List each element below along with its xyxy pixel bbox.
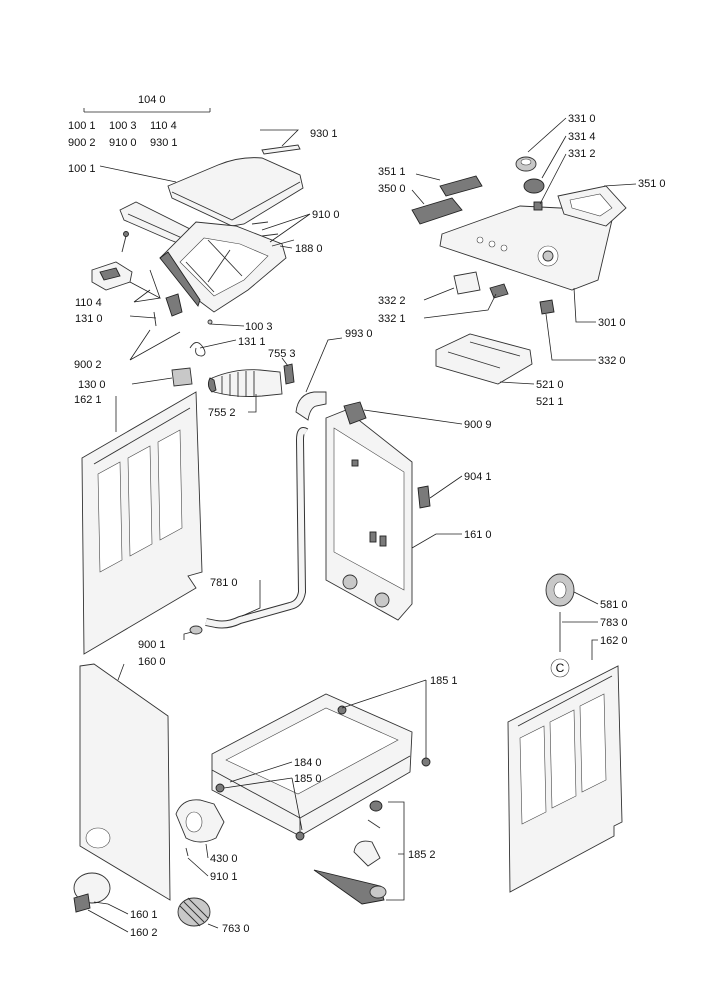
label-521-1: 521 1 — [536, 396, 564, 408]
label-900-2: 900 2 — [74, 359, 102, 371]
label-781-0: 781 0 — [210, 577, 238, 589]
label-185-0: 185 0 — [294, 773, 322, 785]
label-110-4-group: 110 4 — [150, 120, 177, 132]
part-755-3-clip — [283, 363, 295, 385]
part-763-0-filter — [177, 897, 211, 927]
label-910-0-group: 910 0 — [109, 137, 137, 149]
label-162-1: 162 1 — [74, 394, 102, 406]
label-131-0: 131 0 — [75, 313, 103, 325]
label-900-2-group: 900 2 — [68, 137, 96, 149]
label-930-1: 930 1 — [310, 128, 338, 140]
leader-lines — [83, 108, 637, 933]
part-900-1-clamp — [189, 625, 203, 635]
part-331-2 — [533, 201, 543, 211]
label-104-0: 104 0 — [138, 94, 166, 106]
part-521-0-dispenser — [435, 333, 533, 385]
label-100-1-group: 100 1 — [68, 120, 96, 132]
part-160-2-hinge — [73, 893, 91, 913]
marker-c-text: C — [556, 661, 565, 675]
label-301-0: 301 0 — [598, 317, 626, 329]
label-185-1: 185 1 — [430, 675, 458, 687]
part-900-9-bracket — [343, 401, 367, 425]
part-161-0-back-panel — [325, 409, 413, 621]
part-100-3-lid-frame — [159, 221, 287, 313]
part-332-2-buttons — [453, 271, 481, 295]
part-130-0 — [171, 367, 193, 387]
part-910-1-screw — [185, 847, 189, 857]
label-783-0: 783 0 — [600, 617, 628, 629]
label-351-0: 351 0 — [638, 178, 666, 190]
label-755-2: 755 2 — [208, 407, 236, 419]
part-930-1 — [261, 144, 301, 155]
part-301-0-control-panel — [439, 205, 613, 291]
label-350-0: 350 0 — [378, 183, 406, 195]
marker-c: C — [550, 658, 570, 678]
label-581-0: 581 0 — [600, 599, 628, 611]
label-184-0: 184 0 — [294, 757, 322, 769]
label-900-9: 900 9 — [464, 419, 492, 431]
label-160-2: 160 2 — [130, 927, 158, 939]
part-581-0-pulley — [545, 573, 575, 607]
label-521-0: 521 0 — [536, 379, 564, 391]
part-185-0-foot — [215, 783, 305, 841]
part-755-2-bellows — [207, 369, 283, 397]
part-781-0-drain-hose — [205, 427, 309, 629]
part-110-4-latch — [91, 231, 133, 291]
part-160-0-front-panel — [79, 663, 171, 901]
part-162-1-left-panel — [81, 391, 203, 655]
label-162-0: 162 0 — [600, 635, 628, 647]
label-332-2: 332 2 — [378, 295, 406, 307]
part-131-1-spring — [189, 342, 206, 357]
part-184-0-base-frame — [211, 693, 413, 837]
label-188-0: 188 0 — [295, 243, 323, 255]
label-100-3: 100 3 — [245, 321, 273, 333]
label-110-4: 110 4 — [75, 297, 102, 309]
label-130-0: 130 0 — [78, 379, 106, 391]
label-930-1-group: 930 1 — [150, 137, 178, 149]
label-900-1: 900 1 — [138, 639, 166, 651]
label-160-1: 160 1 — [130, 909, 158, 921]
label-332-1: 332 1 — [378, 313, 406, 325]
part-351-0-bracket — [557, 185, 627, 227]
part-labels: 104 0 100 1 100 3 110 4 900 2 910 0 930 … — [68, 94, 666, 939]
part-332-0 — [539, 299, 555, 315]
part-332-1 — [489, 283, 509, 299]
label-910-1: 910 1 — [210, 871, 238, 883]
part-331-0-knob — [515, 156, 537, 172]
label-100-3-group: 100 3 — [109, 120, 137, 132]
label-331-4: 331 4 — [568, 131, 596, 143]
part-100-1-lid — [167, 157, 304, 227]
part-904-1 — [417, 485, 431, 509]
part-430-0-pump — [175, 799, 225, 843]
part-188-0 — [271, 239, 295, 247]
label-763-0: 763 0 — [222, 923, 250, 935]
label-430-0: 430 0 — [210, 853, 238, 865]
part-910-0-screws — [251, 221, 279, 237]
part-185-1-feet — [337, 705, 431, 767]
label-332-0: 332 0 — [598, 355, 626, 367]
part-331-4-gear — [523, 178, 545, 194]
label-161-0: 161 0 — [464, 529, 492, 541]
label-351-1: 351 1 — [378, 166, 406, 178]
label-904-1: 904 1 — [464, 471, 492, 483]
label-331-2: 331 2 — [568, 148, 596, 160]
label-131-1: 131 1 — [238, 336, 266, 348]
part-162-0-right-panel — [507, 665, 623, 893]
part-185-2-assembly — [313, 800, 387, 905]
label-185-2: 185 2 — [408, 849, 436, 861]
label-100-1: 100 1 — [68, 163, 96, 175]
part-993-0-elbow — [295, 391, 327, 421]
part-351-1 — [439, 175, 483, 197]
label-755-3: 755 3 — [268, 348, 296, 360]
label-160-0: 160 0 — [138, 656, 166, 668]
label-910-0: 910 0 — [312, 209, 340, 221]
part-350-0-pcb — [411, 197, 463, 225]
label-331-0: 331 0 — [568, 113, 596, 125]
label-993-0: 993 0 — [345, 328, 373, 340]
